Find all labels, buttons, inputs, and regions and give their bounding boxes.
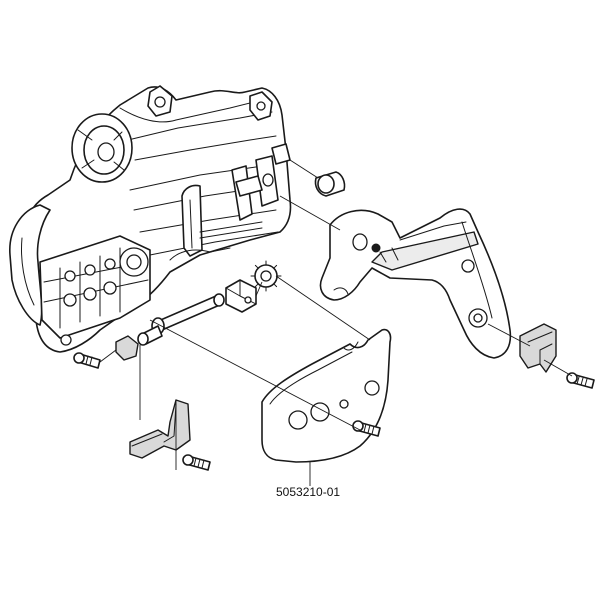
chain-catcher-right — [519, 323, 557, 373]
screw-cover — [352, 420, 381, 437]
cover-plate — [261, 328, 392, 463]
chain-catcher-left — [129, 399, 191, 459]
screw-right — [566, 372, 595, 389]
sprocket-gear — [250, 260, 282, 292]
assembly-lines — [99, 159, 573, 486]
bar-stud-shaft — [137, 293, 225, 346]
guide-pin — [314, 171, 346, 197]
screw-lower-left — [182, 454, 211, 471]
tensioner-nut — [115, 335, 139, 361]
main-housing — [9, 85, 292, 353]
screw-left — [73, 352, 101, 369]
adjuster-block — [225, 279, 257, 313]
part-number-label: 5053210-01 — [276, 485, 340, 499]
chain-brake-bracket — [319, 208, 512, 359]
